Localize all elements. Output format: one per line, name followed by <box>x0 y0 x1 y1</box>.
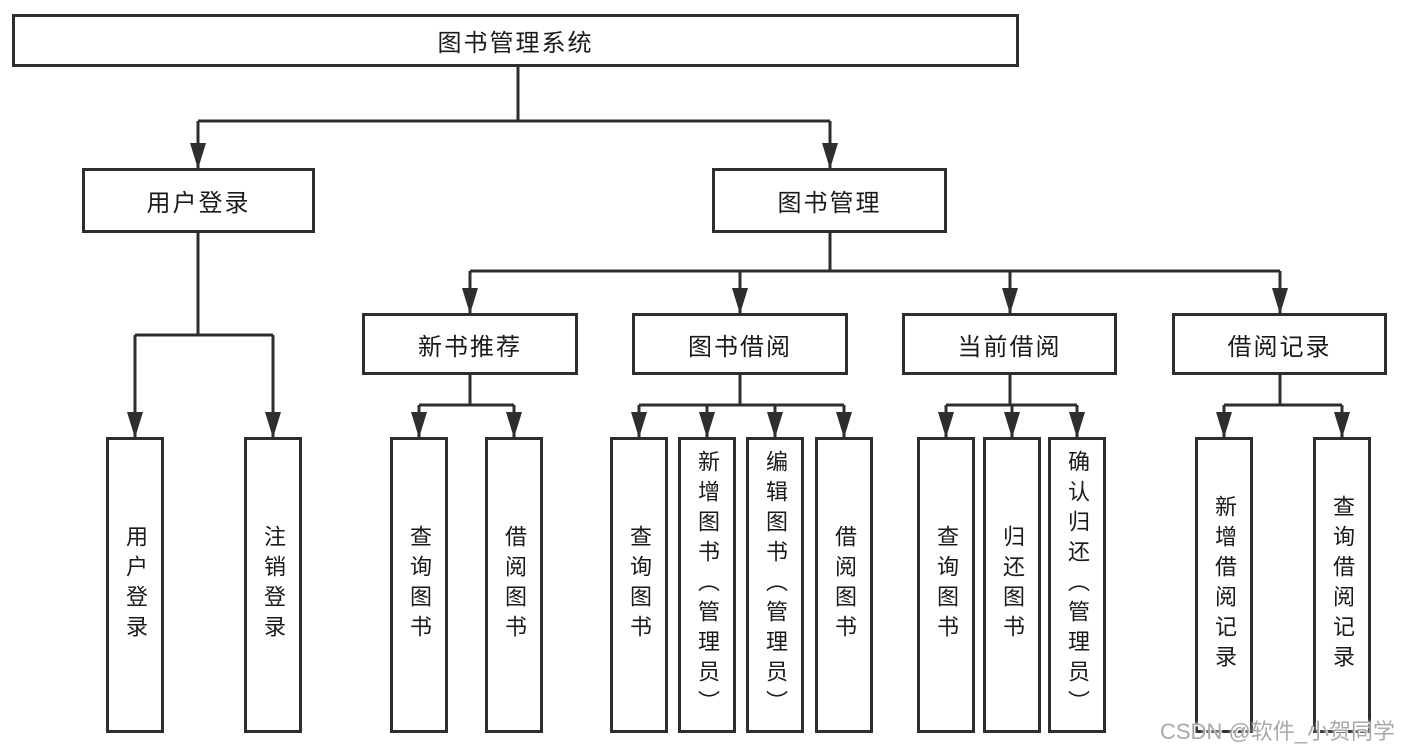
leaf-query-books-borrow-label: 查询图书 <box>627 525 652 645</box>
node-user-login: 用户登录 <box>82 168 315 233</box>
node-book-management-label: 图书管理 <box>777 190 882 217</box>
node-user-login-label: 用户登录 <box>146 190 251 217</box>
leaf-add-borrow-record-label: 新增借阅记录 <box>1212 495 1237 675</box>
node-new-book-recommendation-label: 新书推荐 <box>418 333 522 361</box>
node-new-book-recommendation: 新书推荐 <box>362 313 578 375</box>
leaf-borrow-books-recommend: 借阅图书 <box>485 437 543 733</box>
leaf-add-book-admin-label: 新增图书（管理员） <box>695 450 720 720</box>
node-borrowing-records: 借阅记录 <box>1172 313 1387 375</box>
leaf-query-borrow-record-label: 查询借阅记录 <box>1330 495 1355 675</box>
leaf-user-login-label: 用户登录 <box>123 525 148 645</box>
leaf-user-login: 用户登录 <box>106 437 164 733</box>
leaf-confirm-return-admin: 确认归还（管理员） <box>1048 437 1106 733</box>
leaf-query-books-recommend-label: 查询图书 <box>407 525 432 645</box>
leaf-query-books-current: 查询图书 <box>917 437 975 733</box>
leaf-return-books-label: 归还图书 <box>1000 525 1025 645</box>
leaf-query-books-borrow: 查询图书 <box>610 437 668 733</box>
leaf-add-borrow-record: 新增借阅记录 <box>1195 437 1253 733</box>
csdn-watermark: CSDN @软件_小贺同学 <box>1160 719 1396 744</box>
leaf-borrow-books-label: 借阅图书 <box>832 525 857 645</box>
node-book-borrowing: 图书借阅 <box>632 313 848 375</box>
leaf-borrow-books: 借阅图书 <box>815 437 873 733</box>
node-current-borrowing: 当前借阅 <box>902 313 1117 375</box>
node-root: 图书管理系统 <box>12 14 1019 67</box>
leaf-edit-book-admin-label: 编辑图书（管理员） <box>763 450 788 720</box>
leaf-add-book-admin: 新增图书（管理员） <box>678 437 736 733</box>
node-book-management: 图书管理 <box>712 168 947 233</box>
leaf-edit-book-admin: 编辑图书（管理员） <box>746 437 804 733</box>
leaf-query-borrow-record: 查询借阅记录 <box>1313 437 1371 733</box>
node-borrowing-records-label: 借阅记录 <box>1227 333 1332 361</box>
leaf-query-books-current-label: 查询图书 <box>934 525 959 645</box>
node-root-label: 图书管理系统 <box>437 30 594 57</box>
node-book-borrowing-label: 图书借阅 <box>688 333 792 361</box>
leaf-logout-label: 注销登录 <box>261 525 286 645</box>
leaf-logout: 注销登录 <box>244 437 302 733</box>
connector-rails <box>135 66 1342 407</box>
leaf-query-books-recommend: 查询图书 <box>390 437 448 733</box>
leaf-borrow-books-recommend-label: 借阅图书 <box>502 525 527 645</box>
node-current-borrowing-label: 当前借阅 <box>957 333 1062 361</box>
leaf-confirm-return-admin-label: 确认归还（管理员） <box>1065 450 1090 720</box>
leaf-return-books: 归还图书 <box>983 437 1041 733</box>
